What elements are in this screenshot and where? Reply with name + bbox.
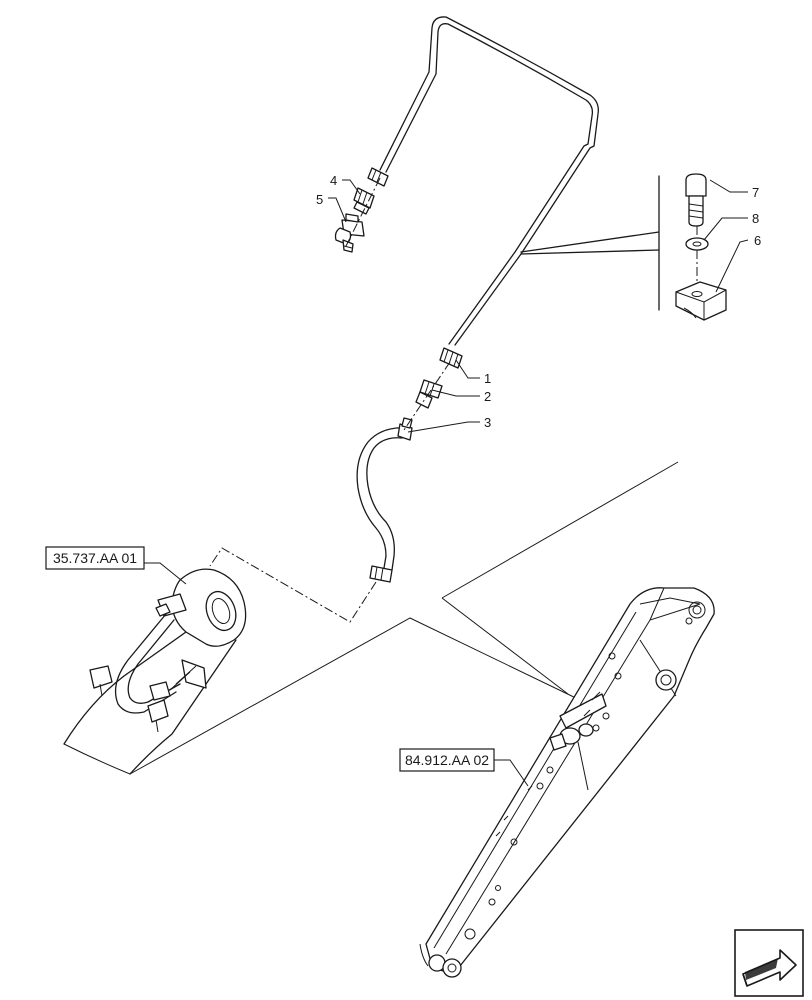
arrow-icon[interactable] (734, 929, 804, 997)
arm-assembly (419, 587, 715, 978)
clamp-part-6 (675, 281, 727, 321)
reference-arm[interactable]: 84.912.AA 02 (399, 748, 529, 787)
callout-2: 2 (484, 389, 491, 404)
callout-1: 1 (484, 371, 491, 386)
tube-end-nut-lower (439, 347, 463, 369)
hose-part-3 (356, 417, 413, 583)
cylinder-assembly (63, 568, 247, 775)
detail-bracket (520, 175, 660, 311)
reference-arm-label: 84.912.AA 02 (405, 752, 489, 768)
callout-8: 8 (752, 211, 759, 226)
callout-6: 6 (754, 233, 761, 248)
rigid-tube (379, 16, 599, 346)
callout-leaders (328, 179, 749, 433)
callout-7: 7 (752, 185, 759, 200)
reference-cylinder[interactable]: 35.737.AA 01 (45, 546, 187, 585)
tube-end-nut-upper (367, 167, 389, 187)
bolt-part-7 (685, 173, 707, 227)
adapter-part-2 (415, 379, 443, 409)
callout-4: 4 (330, 173, 337, 188)
elbow-fitting-part-5 (334, 213, 365, 253)
reference-cylinder-label: 35.737.AA 01 (53, 550, 137, 566)
callout-5: 5 (316, 192, 323, 207)
callout-3: 3 (484, 415, 491, 430)
guide-lines (129, 461, 679, 775)
